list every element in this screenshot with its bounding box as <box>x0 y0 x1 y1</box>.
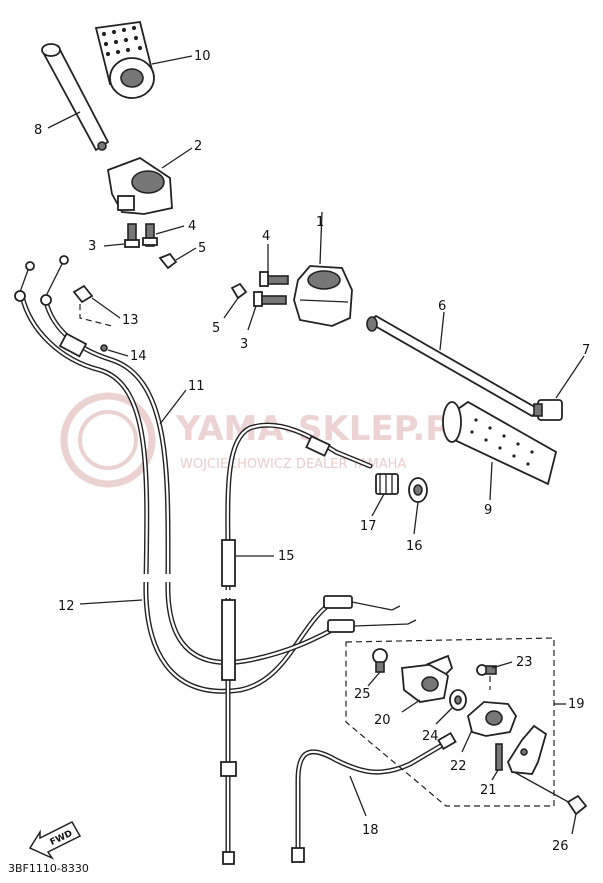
part-26-bolt <box>513 771 588 816</box>
callout-5-right: 5 <box>212 321 220 336</box>
callout-19: 19 <box>568 697 585 712</box>
callout-25: 25 <box>354 687 371 702</box>
callout-9: 9 <box>484 503 492 518</box>
part-22-switch-housing <box>466 701 518 737</box>
callout-22: 22 <box>450 759 467 774</box>
part-24-washer <box>449 689 467 711</box>
callout-16: 16 <box>406 539 423 554</box>
callout-3-right: 3 <box>240 337 248 352</box>
callout-18: 18 <box>362 823 379 838</box>
callout-3-left: 3 <box>88 239 96 254</box>
part-8-throttle-tube <box>41 43 110 152</box>
callout-7: 7 <box>582 343 590 358</box>
watermark-subtext: WOJCIECHOWICZ DEALER YAMAHA <box>180 457 406 472</box>
assembly-19-outline <box>345 637 555 807</box>
part-16-locknut <box>408 477 428 503</box>
part-13-cable-joint <box>72 284 94 304</box>
callout-15: 15 <box>278 549 295 564</box>
callout-24: 24 <box>422 729 439 744</box>
cable-15 <box>220 422 373 865</box>
part-17-adjuster <box>375 473 399 495</box>
part-2-handlebar-clamp <box>106 156 173 215</box>
part-20-switch <box>401 654 454 703</box>
callout-10: 10 <box>194 49 211 64</box>
callout-20: 20 <box>374 713 391 728</box>
part-10-throttle-grip <box>94 20 155 99</box>
callout-4-right: 4 <box>262 229 270 244</box>
callout-21: 21 <box>480 783 497 798</box>
drawing-code: 3BF1110-8330 <box>8 862 89 875</box>
part-6-handlebar <box>366 314 542 418</box>
callout-13: 13 <box>122 313 139 328</box>
callout-11: 11 <box>188 379 205 394</box>
part-21-bracket <box>495 724 548 775</box>
callout-17: 17 <box>360 519 377 534</box>
callout-5-left: 5 <box>198 241 206 256</box>
callout-14: 14 <box>130 349 147 364</box>
callout-23: 23 <box>516 655 533 670</box>
bolts-right <box>230 271 289 307</box>
part-9-left-grip <box>442 400 558 486</box>
cable-18 <box>291 731 457 863</box>
bolts-left <box>124 223 178 270</box>
part-23-screw <box>476 664 497 676</box>
callout-2: 2 <box>194 139 202 154</box>
part-1-handlebar-clamp <box>293 265 353 327</box>
callout-1: 1 <box>316 215 324 230</box>
fwd-arrow-icon: FWD <box>28 821 82 860</box>
callout-6: 6 <box>438 299 446 314</box>
part-7-bar-end <box>533 399 563 421</box>
callout-26: 26 <box>552 839 569 854</box>
callout-4-left: 4 <box>188 219 196 234</box>
throttle-cables <box>14 255 417 694</box>
callout-8: 8 <box>34 123 42 138</box>
part-25-screw <box>372 648 388 673</box>
part-14-clip <box>100 344 108 352</box>
watermark: YAMA-SKLEP.PL WOJCIECHOWICZ DEALER YAMAH… <box>60 392 472 488</box>
callout-12: 12 <box>58 599 75 614</box>
